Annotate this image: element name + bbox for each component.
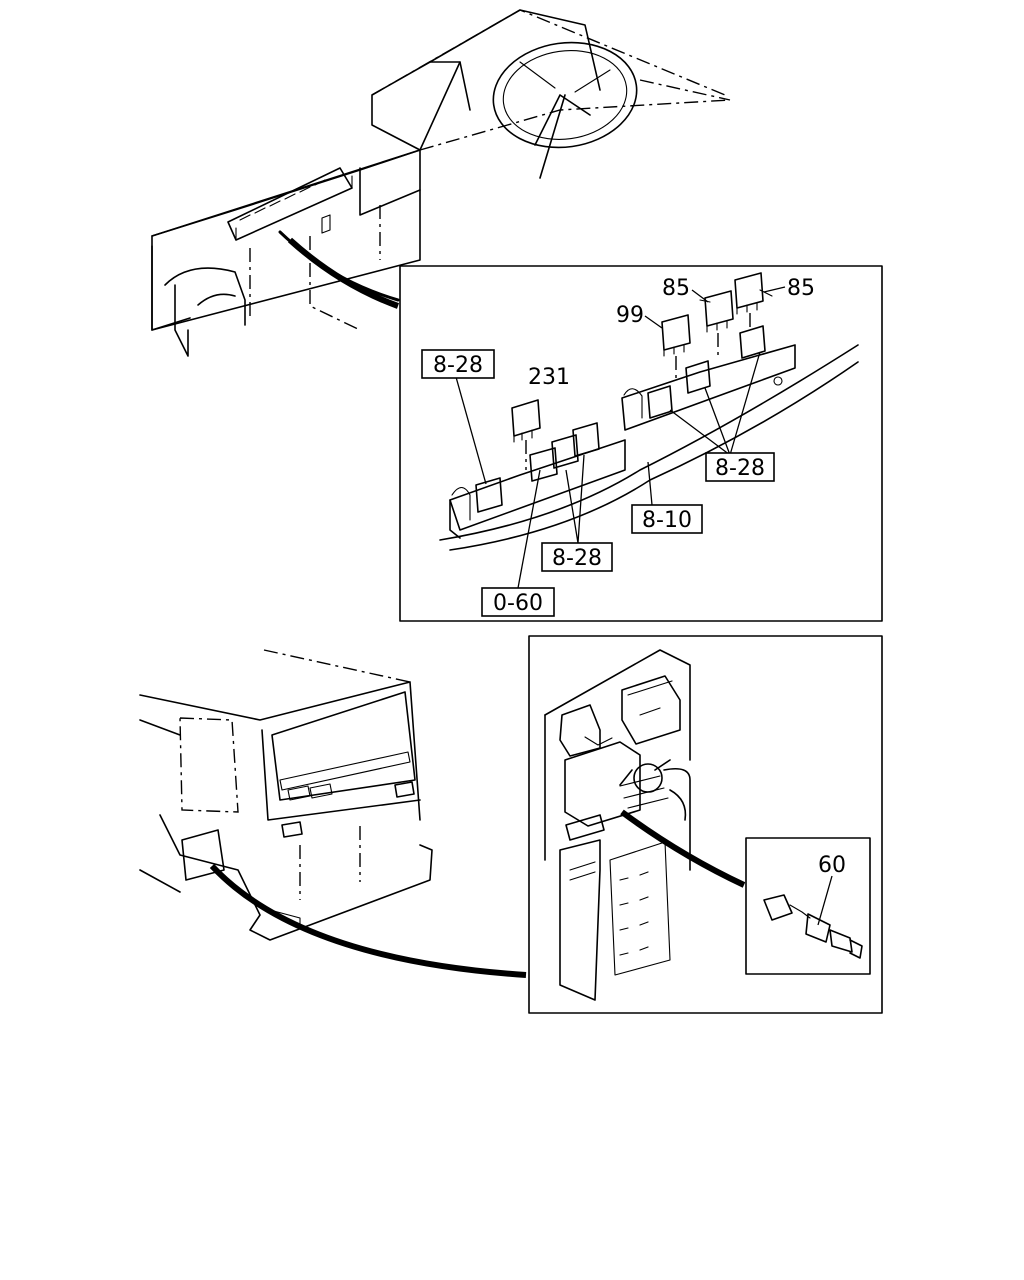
part-number-60: 60 <box>818 853 846 878</box>
part-number-85-b: 85 <box>787 276 815 301</box>
sensor-detail-frame <box>528 635 883 1014</box>
part-number-231: 231 <box>528 365 570 390</box>
ref-box-8-28-c <box>541 542 613 572</box>
ref-0-60-label: 0-60 <box>493 591 543 616</box>
relay-detail-drawing <box>439 272 859 551</box>
cab-overview-drawing <box>139 649 527 978</box>
ref-box-8-28-b <box>705 452 775 482</box>
relay-detail-leaders <box>455 351 761 589</box>
speed-sensor-part-60 <box>763 894 863 959</box>
ref-8-28-c-label: 8-28 <box>552 546 602 571</box>
ref-box-8-10 <box>631 504 703 534</box>
ref-box-8-28-a <box>421 349 495 379</box>
relay-detail-frame <box>399 265 883 622</box>
ref-box-0-60 <box>481 587 555 617</box>
sensor-detail-drawing <box>544 649 746 1001</box>
ref-8-28-b-label: 8-28 <box>715 456 765 481</box>
ref-8-28-a-label: 8-28 <box>433 353 483 378</box>
sensor-inset-frame <box>745 837 871 975</box>
part-number-99: 99 <box>616 303 644 328</box>
dashboard-overview-drawing <box>151 9 731 357</box>
part-number-85-a: 85 <box>662 276 690 301</box>
ref-8-10-label: 8-10 <box>642 508 692 533</box>
